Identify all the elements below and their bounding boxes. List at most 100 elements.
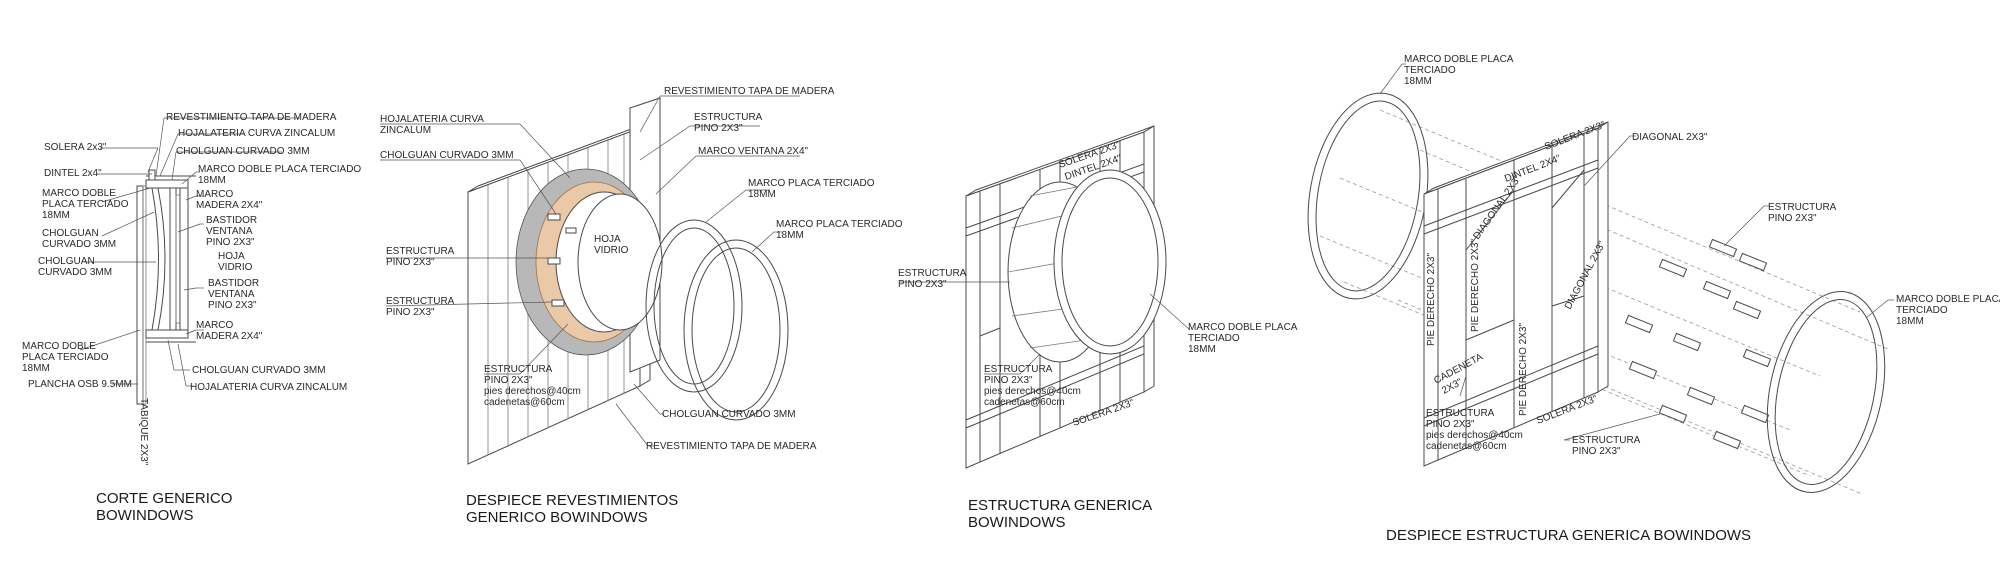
corte-title-1: CORTE GENERICO [96,490,232,507]
rev-label-marco-placa-1: MARCO PLACA TERCIADO [748,178,875,189]
est-label-estructura-b-1: ESTRUCTURA [984,364,1053,375]
corte-label-tabique: TABIQUE 2X3" [138,398,149,466]
desp-label-estructura-bl-3: pies derechos@40cm [1426,430,1523,441]
rev-label-estructura-c-2: PINO 2X3" [484,375,533,386]
desp-label-pie-derecho-a: PIE DERECHO 2X3" [1426,253,1437,346]
est-label-estructura-2: PINO 2X3" [898,279,947,290]
desp-frame-members [1423,133,1599,460]
desp-ring-front-outer [1766,291,1886,493]
rev-label-revestimiento-top: REVESTIMIENTO TAPA DE MADERA [664,86,835,97]
corte-curve-inner [151,187,159,331]
est-label-marco-3: 18MM [1188,344,1216,355]
rev-label-hojalateria-1: HOJALATERIA CURVA [380,114,484,125]
rev-title-1: DESPIECE REVESTIMIENTOS [466,492,678,509]
desp-floating-studs [1624,238,1772,450]
corte-label-bastidor2-2: VENTANA [208,289,255,300]
corte-curve-outer [157,187,166,331]
est-label-marco-1: MARCO DOBLE PLACA [1188,322,1298,333]
corte-osb-layer [142,185,147,405]
desp-label-pie-derecho-c: PIE DERECHO 2X3" [1518,323,1529,416]
rev-label-hoja-2: VIDRIO [594,245,629,256]
desp-label-estructura-bl-1: ESTRUCTURA [1426,408,1495,419]
desp-ring-back-inner [1315,100,1421,292]
corte-label-cholguan-top: CHOLGUAN CURVADO 3MM [176,146,310,157]
rev-label-estructura-b-1: ESTRUCTURA [386,296,455,307]
desp-label-estructura-bottom-1: ESTRUCTURA [1572,435,1641,446]
corte-generico-section: REVESTIMIENTO TAPA DE MADERA HOJALATERIA… [22,112,361,524]
corte-label-cholguan-left2-2: CURVADO 3MM [38,267,112,278]
corte-label-hojalateria: HOJALATERIA CURVA ZINCALUM [178,128,335,139]
desp-label-pie-derecho-b: PIE DERECHO 2X3" [1470,239,1481,332]
desp-label-estructura-right-2: PINO 2X3" [1768,213,1817,224]
rev-label-cholguan-bottom: CHOLGUAN CURVADO 3MM [662,409,796,420]
rev-label-estructura-a-1: ESTRUCTURA [386,246,455,257]
desp-label-estructura-bl-4: cadenetas@60cm [1426,441,1507,452]
corte-window-frame [169,187,177,331]
rev-label-hojalateria-2: ZINCALUM [380,125,431,136]
desp-ring-front-inner [1774,299,1878,485]
despiece-revestimientos-section: HOJALATERIA CURVA ZINCALUM REVESTIMIENTO… [380,86,903,526]
corte-label-marco-madera2-2: MADERA 2X4" [196,331,263,342]
rev-label-estructura-top-1: ESTRUCTURA [694,112,763,123]
corte-label-cholguan-left-1: CHOLGUAN [42,228,99,239]
corte-label-cholguan-left-2: CURVADO 3MM [42,239,116,250]
desp-label-estructura-right-1: ESTRUCTURA [1768,202,1837,213]
rev-label-marco-placa2-1: MARCO PLACA TERCIADO [776,219,903,230]
corte-label-hoja-1: HOJA [218,251,245,262]
corte-label-marco-bottom-2: PLACA TERCIADO [22,352,109,363]
est-label-estructura-b-4: cadenetas@60cm [984,397,1065,408]
corte-title-2: BOWINDOWS [96,507,194,524]
corte-label-marco-left-3: 18MM [42,210,70,221]
corte-label-marco-left-2: PLACA TERCIADO [42,199,129,210]
corte-label-bastidor2-3: PINO 2X3" [208,300,257,311]
corte-sash [179,187,189,331]
rev-label-estructura-top-2: PINO 2X3" [694,123,743,134]
desp-label-marco-right-2: TERCIADO [1896,305,1948,316]
corte-label-marco-madera2-1: MARCO [196,320,233,331]
corte-label-cholguan-left2-1: CHOLGUAN [38,256,95,267]
rev-label-marco-placa-2: 18MM [748,189,776,200]
corte-label-bastidor-3: PINO 2X3" [206,237,255,248]
corte-label-marco-bottom-3: 18MM [22,363,50,374]
est-label-estructura-b-2: PINO 2X3" [984,375,1033,386]
rev-window-frame-ring-outer [645,219,743,393]
est-label-estructura-b-3: pies derechos@40cm [984,386,1081,397]
corte-label-plancha: PLANCHA OSB 9.5MM [28,379,132,390]
corte-label-bastidor-1: BASTIDOR [206,215,257,226]
est-label-estructura-1: ESTRUCTURA [898,268,967,279]
desp-label-marco-right-1: MARCO DOBLE PLACA [1896,294,2000,305]
corte-label-marco-doble-1: MARCO DOBLE PLACA TERCIADO [198,164,361,175]
corte-label-hoja-2: VIDRIO [218,262,253,273]
rev-label-marco-ventana: MARCO VENTANA 2X4" [698,146,809,157]
desp-label-estructura-bl-2: PINO 2X3" [1426,419,1475,430]
corte-label-marco-madera-2: MADERA 2X4" [196,200,263,211]
rev-label-marco-placa2-2: 18MM [776,230,804,241]
corte-label-marco-bottom-1: MARCO DOBLE [22,341,96,352]
est-title-2: BOWINDOWS [968,514,1066,531]
rev-label-estructura-c-4: cadenetas@60cm [484,397,565,408]
rev-studs [547,213,577,307]
rev-label-hoja-1: HOJA [594,234,621,245]
corte-glass [175,194,181,324]
est-drum-front-outer [1053,169,1167,355]
corte-label-cholguan-bottom: CHOLGUAN CURVADO 3MM [192,365,326,376]
rev-glass-pane [577,193,663,331]
rev-placa-ring-inner [691,247,781,413]
corte-top-frame [145,179,189,189]
corte-label-solera: SOLERA 2x3" [44,142,107,153]
rev-label-revestimiento-bottom: REVESTIMIENTO TAPA DE MADERA [646,441,817,452]
desp-label-marco-right-3: 18MM [1896,316,1924,327]
desp-title: DESPIECE ESTRUCTURA GENERICA BOWINDOWS [1386,527,1751,544]
corte-label-dintel: DINTEL 2x4" [44,168,102,179]
corte-label-bastidor-2: VENTANA [206,226,253,237]
corte-label-revestimiento: REVESTIMIENTO TAPA DE MADERA [166,112,337,123]
corte-label-bastidor2-1: BASTIDOR [208,278,259,289]
rev-label-estructura-c-1: ESTRUCTURA [484,364,553,375]
rev-label-estructura-a-2: PINO 2X3" [386,257,435,268]
rev-label-estructura-b-2: PINO 2X3" [386,307,435,318]
corte-label-marco-madera-1: MARCO [196,189,233,200]
desp-frame-side [1597,121,1609,393]
est-label-marco-2: TERCIADO [1188,333,1240,344]
desp-label-marco-top-1: MARCO DOBLE PLACA [1404,54,1514,65]
despiece-estructura-section: MARCO DOBLE PLACA TERCIADO 18MM SOLERA 2… [1307,54,2000,544]
